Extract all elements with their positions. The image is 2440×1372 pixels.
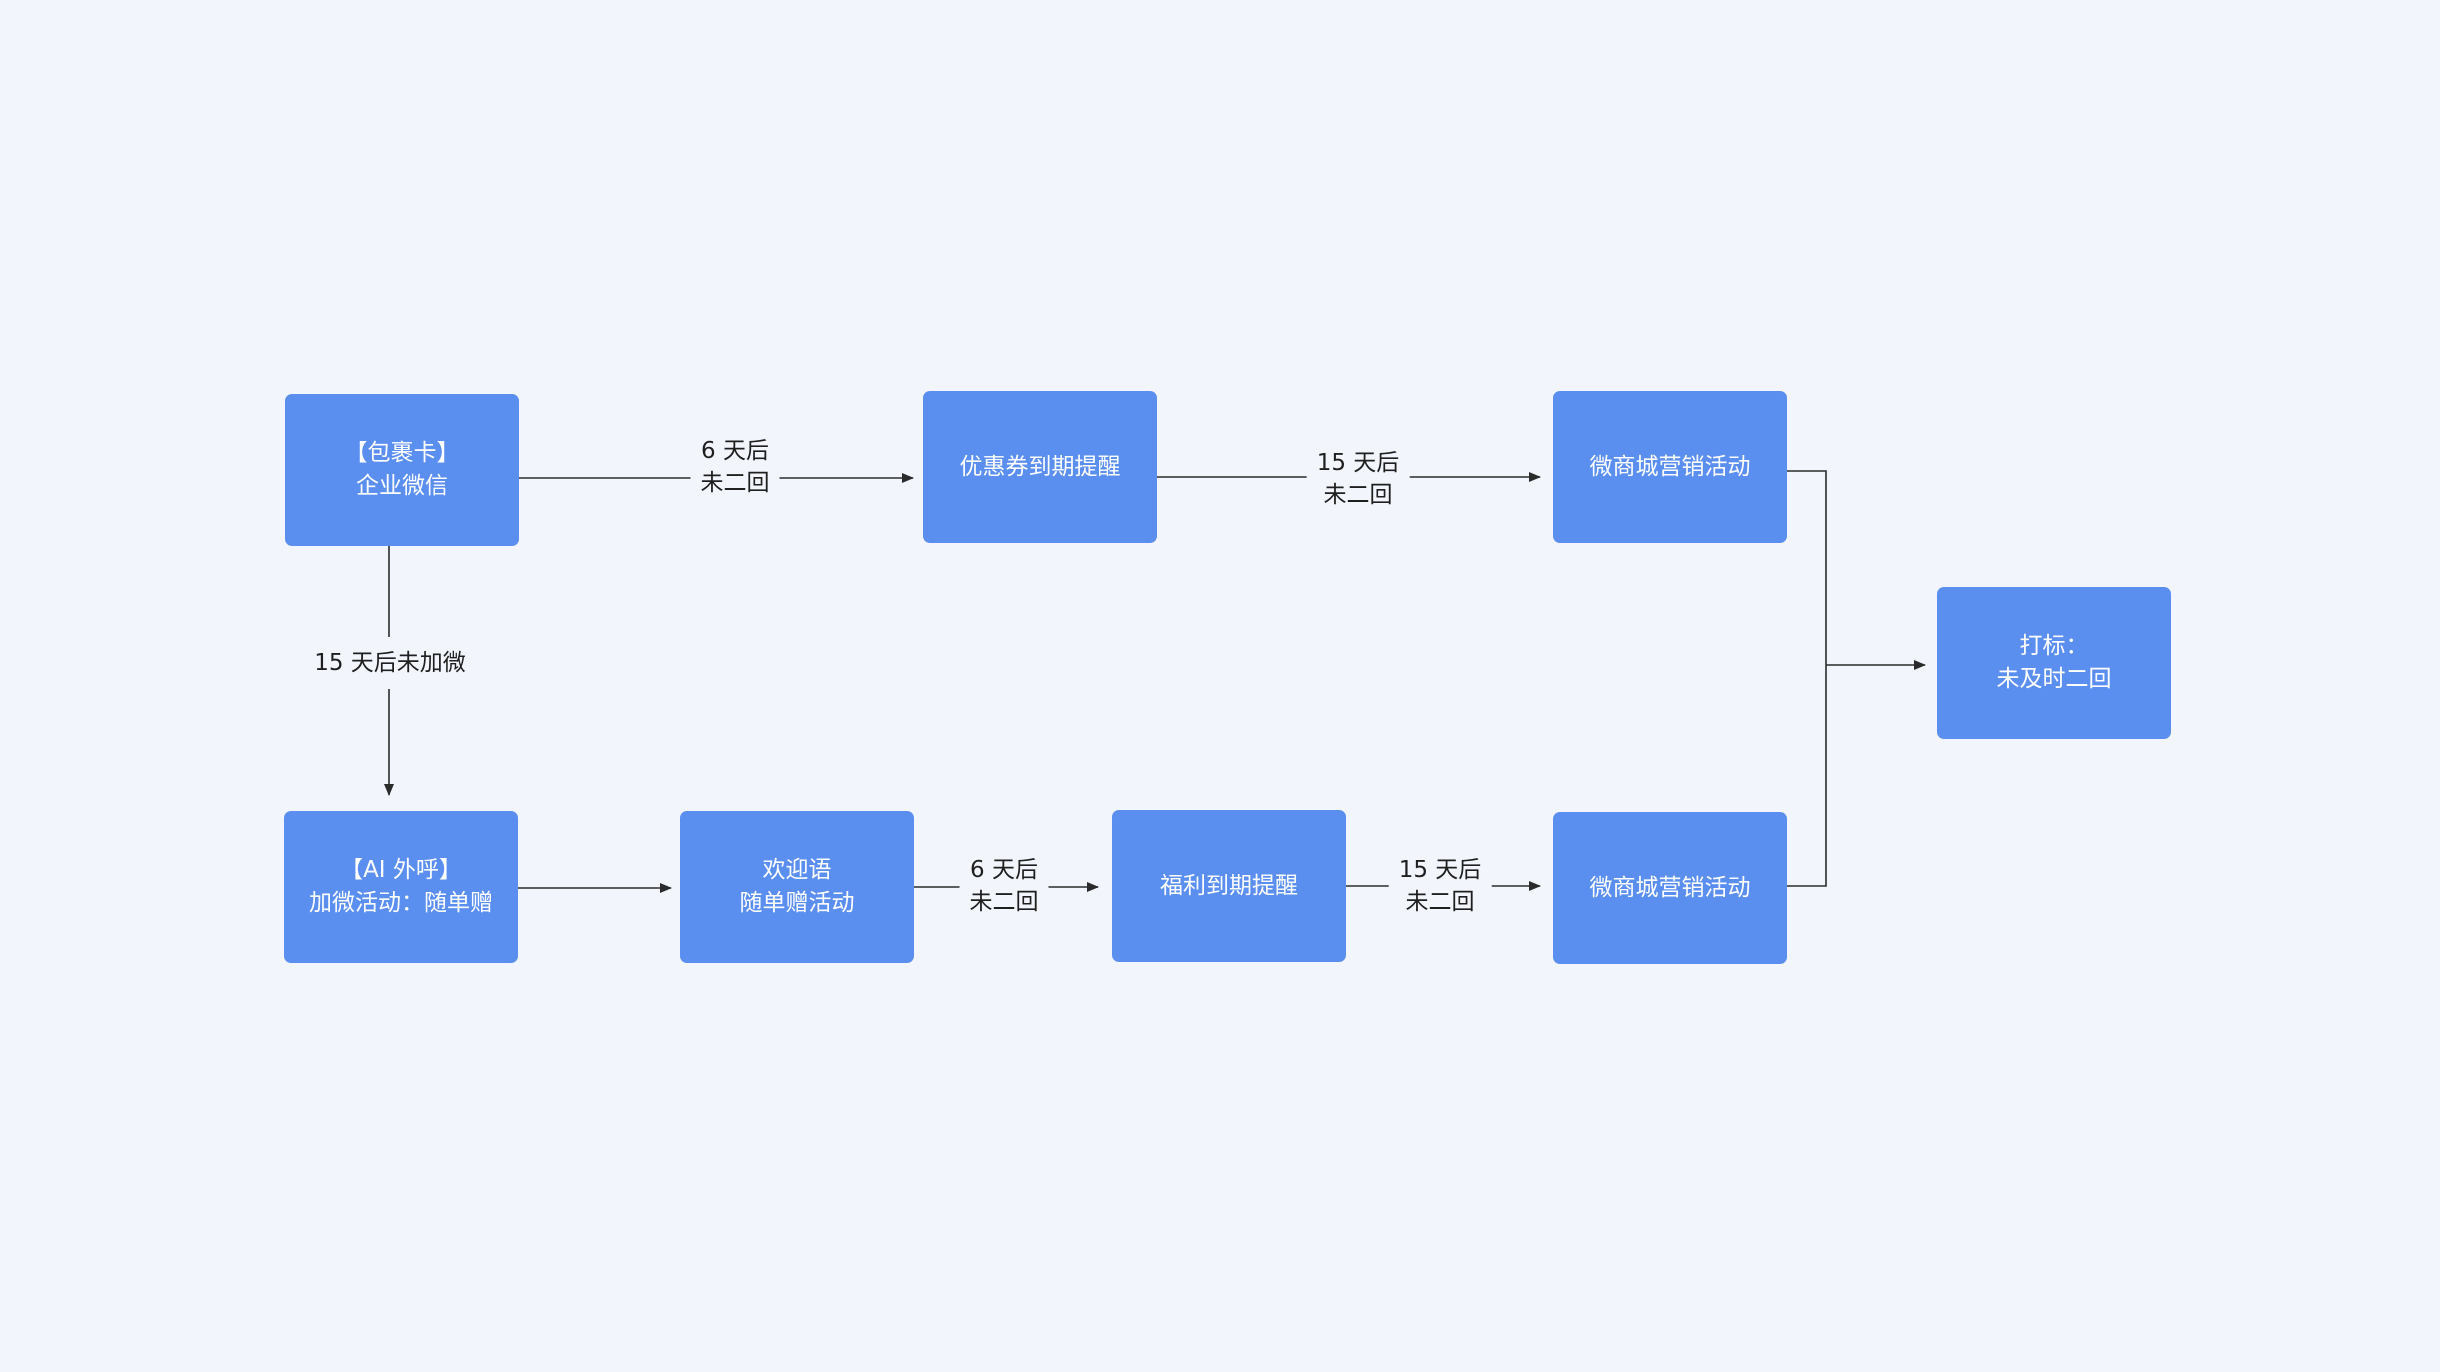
connector-mall-bottom-to-merge xyxy=(1787,665,1827,887)
node-coupon-reminder[interactable]: 优惠券到期提醒 xyxy=(923,391,1157,543)
edge-label-bottom-2-line2: 未二回 xyxy=(969,889,1039,915)
edge-label-bottom-3-line2: 未二回 xyxy=(1405,889,1475,915)
node-package-card-line1: 【包裹卡】 xyxy=(344,440,460,466)
node-benefit-reminder[interactable]: 福利到期提醒 xyxy=(1112,810,1346,962)
node-package-card-line2: 企业微信 xyxy=(356,473,448,499)
connector-mall-top-to-merge xyxy=(1787,470,1827,665)
node-tag-line1: 打标： xyxy=(2019,633,2089,659)
node-mall-top[interactable]: 微商城营销活动 xyxy=(1553,391,1787,543)
node-coupon-reminder-line1: 优惠券到期提醒 xyxy=(959,453,1121,480)
node-mall-bottom-line1: 微商城营销活动 xyxy=(1589,874,1751,901)
node-package-card[interactable]: 【包裹卡】 企业微信 xyxy=(285,394,519,546)
edge-label-bottom-3-line1: 15 天后 xyxy=(1398,857,1482,883)
node-welcome-line2: 随单赠活动 xyxy=(739,890,855,916)
edge-label-bottom-2: 6 天后 未二回 xyxy=(959,852,1049,920)
edge-label-vertical: 15 天后未加微 xyxy=(306,637,474,689)
edge-label-top-1-line1: 6 天后 xyxy=(701,438,769,464)
edge-label-top-2: 15 天后 未二回 xyxy=(1306,445,1410,513)
node-welcome-line1: 欢迎语 xyxy=(762,857,832,883)
node-ai-call-line2: 加微活动：随单赠 xyxy=(309,890,493,916)
edge-label-top-1: 6 天后 未二回 xyxy=(690,433,780,501)
edge-label-top-2-line1: 15 天后 xyxy=(1316,450,1400,476)
edge-label-top-2-line2: 未二回 xyxy=(1323,482,1393,508)
node-ai-call-line1: 【AI 外呼】 xyxy=(340,857,462,883)
node-tag[interactable]: 打标： 未及时二回 xyxy=(1937,587,2171,739)
node-welcome[interactable]: 欢迎语 随单赠活动 xyxy=(680,811,914,963)
node-tag-line2: 未及时二回 xyxy=(1996,666,2112,692)
edge-label-bottom-2-line1: 6 天后 xyxy=(970,857,1038,883)
node-ai-call[interactable]: 【AI 外呼】 加微活动：随单赠 xyxy=(284,811,518,963)
edge-label-top-1-line2: 未二回 xyxy=(700,470,770,496)
edge-label-bottom-3: 15 天后 未二回 xyxy=(1388,852,1492,920)
node-benefit-reminder-line1: 福利到期提醒 xyxy=(1160,872,1298,899)
node-mall-bottom[interactable]: 微商城营销活动 xyxy=(1553,812,1787,964)
edge-label-vertical-line1: 15 天后未加微 xyxy=(314,650,466,676)
node-mall-top-line1: 微商城营销活动 xyxy=(1589,453,1751,480)
